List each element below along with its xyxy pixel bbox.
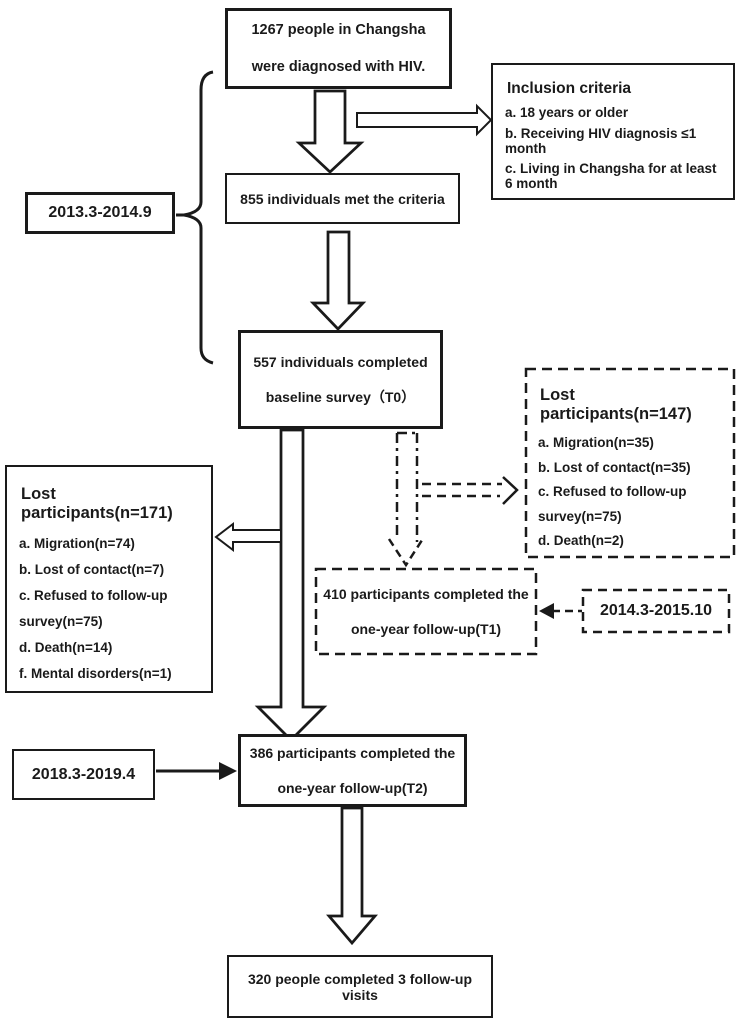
inclusion-item: c. Living in Changsha for at least 6 mon… bbox=[505, 161, 717, 192]
down-block-arrow-2 bbox=[309, 230, 367, 331]
lost-t1-title: Lost participants(n=147) bbox=[540, 385, 692, 423]
period2-dashed-border bbox=[581, 588, 731, 634]
right-outline-arrow-inclusion bbox=[356, 103, 493, 137]
down-block-arrow-final bbox=[326, 806, 378, 946]
period3-label: 2018.3-2019.4 bbox=[31, 765, 136, 783]
box-final: 320 people completed 3 follow-up visits bbox=[227, 955, 493, 1018]
dashed-right-arrow-lost147 bbox=[422, 476, 519, 505]
box-met-criteria: 855 individuals met the criteria bbox=[225, 173, 460, 224]
box-diagnosed-line2: were diagnosed with HIV. bbox=[251, 58, 426, 75]
dashed-left-arrow-period2 bbox=[539, 603, 582, 619]
followup-t1-dashed-border bbox=[314, 567, 538, 656]
box-inclusion-criteria: Inclusion criteria a. 18 years or older … bbox=[491, 63, 735, 200]
solid-right-arrow-period3 bbox=[156, 762, 237, 780]
box-diagnosed: 1267 people in Changsha were diagnosed w… bbox=[225, 8, 452, 89]
period1-brace bbox=[176, 70, 214, 365]
lost-t2-item: f. Mental disorders(n=1) bbox=[19, 666, 172, 682]
final-label: 320 people completed 3 follow-up visits bbox=[247, 970, 473, 1003]
lost-t2-item: survey(n=75) bbox=[19, 614, 103, 630]
box-lost-t1: Lost participants(n=147) a. Migration(n=… bbox=[526, 369, 734, 557]
lost-t2-item: d. Death(n=14) bbox=[19, 640, 113, 656]
down-outline-arrow-long bbox=[254, 428, 328, 742]
box-period1: 2013.3-2014.9 bbox=[25, 192, 175, 234]
lost-t1-item: d. Death(n=2) bbox=[538, 533, 624, 549]
lost-t2-title: Lost participants(n=171) bbox=[21, 484, 173, 522]
box-period3: 2018.3-2019.4 bbox=[12, 749, 155, 800]
lost-t2-item: b. Lost of contact(n=7) bbox=[19, 561, 165, 577]
period2-label: 2014.3-2015.10 bbox=[599, 602, 713, 619]
lost-t1-dashed-border bbox=[524, 367, 736, 559]
lost-t1-item: a. Migration(n=35) bbox=[538, 435, 654, 451]
box-followup-t2: 386 participants completed the one-year … bbox=[238, 734, 467, 807]
box-lost-t2: Lost participants(n=171) a. Migration(n=… bbox=[5, 465, 213, 693]
box-baseline: 557 individuals completed baseline surve… bbox=[238, 330, 443, 429]
box-followup-t1: 410 participants completed the one-year … bbox=[316, 569, 536, 654]
lost-t1-item: b. Lost of contact(n=35) bbox=[538, 459, 691, 475]
lost-t1-item: c. Refused to follow-up bbox=[538, 484, 687, 500]
inclusion-item: b. Receiving HIV diagnosis ≤1 month bbox=[505, 125, 697, 156]
box-period2: 2014.3-2015.10 bbox=[583, 590, 729, 632]
inclusion-title: Inclusion criteria bbox=[507, 79, 632, 97]
period1-label: 2013.3-2014.9 bbox=[48, 204, 152, 221]
followup-t1-line1: 410 participants completed the bbox=[323, 585, 529, 602]
lost-t2-item: c. Refused to follow-up bbox=[19, 587, 168, 603]
down-block-arrow-1 bbox=[295, 89, 365, 174]
lost-t2-item: a. Migration(n=74) bbox=[19, 535, 135, 551]
baseline-line1: 557 individuals completed bbox=[253, 353, 428, 370]
box-diagnosed-line1: 1267 people in Changsha bbox=[251, 22, 426, 39]
followup-t2-line1: 386 participants completed the bbox=[249, 744, 456, 761]
inclusion-item: a. 18 years or older bbox=[505, 105, 629, 121]
followup-t2-line2: one-year follow-up(T2) bbox=[277, 779, 428, 796]
met-criteria-label: 855 individuals met the criteria bbox=[240, 190, 445, 207]
baseline-line2: baseline survey（T0） bbox=[265, 388, 416, 405]
dashdot-down-arrow-t1 bbox=[387, 431, 426, 568]
followup-t1-line2: one-year follow-up(T1) bbox=[350, 620, 502, 637]
lost-t1-item: survey(n=75) bbox=[538, 508, 622, 524]
left-outline-arrow-lost171 bbox=[214, 521, 282, 553]
